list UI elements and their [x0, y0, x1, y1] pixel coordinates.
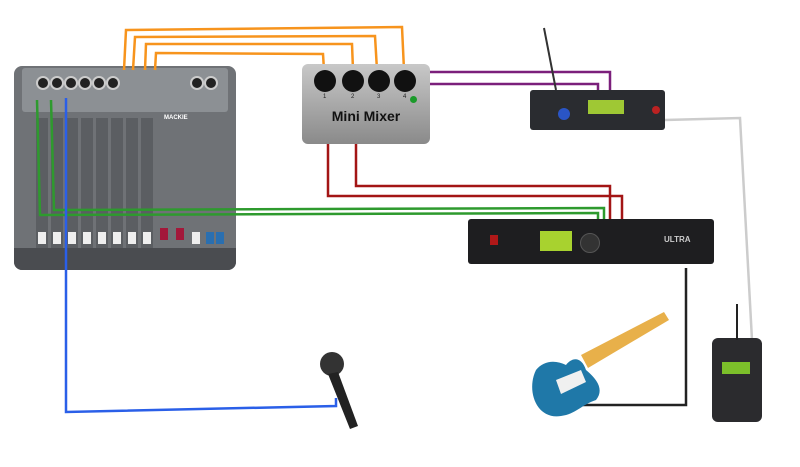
- fader: [160, 228, 168, 240]
- wireless-receiver: [530, 27, 665, 130]
- fx-logo: ULTRA: [664, 235, 691, 244]
- xlr-jack: [106, 76, 120, 90]
- knob-2[interactable]: [342, 70, 364, 92]
- microphone-icon: [320, 352, 358, 429]
- volume-knob: [558, 108, 570, 120]
- knob-label: 2: [351, 94, 355, 100]
- fader: [68, 232, 76, 244]
- fader: [216, 232, 224, 244]
- bodypack-display: [722, 362, 750, 374]
- main-out-jack: [190, 76, 204, 90]
- xlr-jack: [36, 76, 50, 90]
- electric-guitar-icon: [532, 312, 669, 417]
- fader: [83, 232, 91, 244]
- mixer-input-panel: [22, 68, 228, 112]
- fx-display: [540, 231, 572, 251]
- xlr-jack: [92, 76, 106, 90]
- fader: [113, 232, 121, 244]
- red-cable-b: [354, 142, 612, 221]
- fader: [128, 232, 136, 244]
- mixer-base: [14, 248, 236, 270]
- fader: [192, 232, 200, 244]
- receiver-display: [588, 100, 624, 114]
- knob-label: 1: [323, 94, 327, 100]
- fractal-fx-unit: ULTRA: [468, 219, 714, 264]
- fader: [143, 232, 151, 244]
- xlr-jack: [78, 76, 92, 90]
- main-out-jack: [204, 76, 218, 90]
- knob-label: 3: [377, 94, 381, 100]
- red-cable-a: [326, 142, 624, 221]
- fader: [176, 228, 184, 240]
- antenna-icon: [736, 304, 738, 340]
- knob-4[interactable]: [394, 70, 416, 92]
- antenna-icon: [543, 27, 557, 91]
- bodypack-receiver: [712, 304, 762, 422]
- xlr-jack: [64, 76, 78, 90]
- fader: [206, 232, 214, 244]
- fader: [98, 232, 106, 244]
- knob-label: 4: [403, 94, 407, 100]
- fader: [38, 232, 46, 244]
- mini-mixer-title: Mini Mixer: [331, 108, 401, 124]
- fader: [53, 232, 61, 244]
- power-switch: [490, 235, 498, 245]
- mackie-mixer: MACKIE: [14, 66, 236, 270]
- purple-cable-a: [430, 70, 612, 92]
- power-led: [410, 96, 417, 103]
- mixer-logo: MACKIE: [164, 115, 188, 121]
- knob-1[interactable]: [314, 70, 336, 92]
- value-wheel: [580, 233, 600, 253]
- xlr-jack: [50, 76, 64, 90]
- mini-mixer: 1 2 3 4 Mini Mixer: [302, 64, 430, 144]
- power-button: [652, 106, 660, 114]
- knob-3[interactable]: [368, 70, 390, 92]
